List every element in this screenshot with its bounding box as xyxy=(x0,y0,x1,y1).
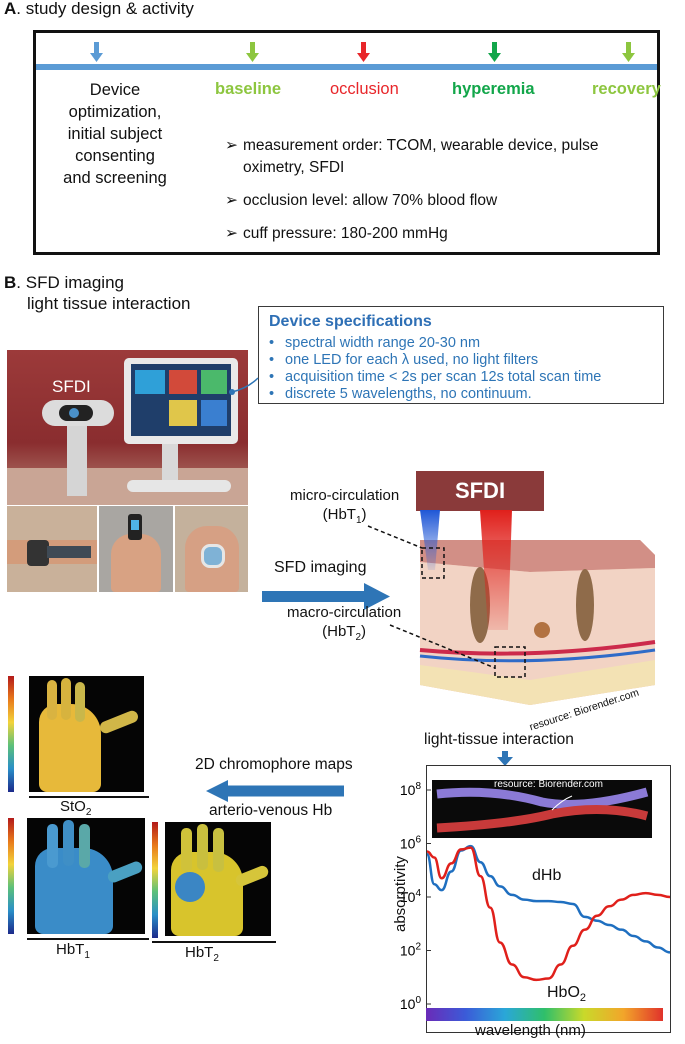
bullet-arrow-icon: ➢ xyxy=(225,225,238,242)
panel-b-letter: B xyxy=(4,273,17,292)
arrow-recovery-icon xyxy=(622,42,635,62)
tcom-sensor-photo xyxy=(175,506,248,592)
hbt2-underline xyxy=(152,941,276,943)
sfd-imaging-label: SFD imaging xyxy=(274,559,367,576)
panel-b-title-line1: . SFD imaging xyxy=(16,273,124,292)
y-tick-label: 100 xyxy=(400,995,422,1012)
blue-light-beam xyxy=(420,510,440,570)
sfdi-banner-text: SFDI xyxy=(454,478,506,503)
y-axis-label: absorptivity xyxy=(392,856,409,932)
chart-frame xyxy=(426,765,671,1033)
bullet-occlusion-level: ➢ occlusion level: allow 70% blood flow xyxy=(225,191,497,210)
device-line: optimization, xyxy=(68,103,162,121)
sto2-label: StO2 xyxy=(60,798,92,818)
skin-illustration xyxy=(419,510,656,705)
sto2-underline xyxy=(29,796,149,798)
sfdi-device-photo: SFDI xyxy=(7,350,248,505)
device-line: consenting xyxy=(75,147,155,165)
macro-region-box xyxy=(494,646,526,678)
light-tissue-arrow-icon xyxy=(497,751,513,766)
spec-item: •acquisition time < 2s per scan 12s tota… xyxy=(269,369,602,385)
spec-item: •discrete 5 wavelengths, no continuum. xyxy=(269,386,532,402)
y-tick-label: 104 xyxy=(400,888,422,905)
arterio-venous-label: arterio-venous Hb xyxy=(209,802,333,819)
device-line: Device xyxy=(89,81,141,99)
bullet-text-continued: oximetry, SFDI xyxy=(243,159,345,176)
bullet-text: measurement order: TCOM, wearable device… xyxy=(243,137,599,154)
stage-hyperemia-label: hyperemia xyxy=(452,80,535,98)
arrow-hyperemia-icon xyxy=(488,42,501,62)
micro-region-box xyxy=(421,547,445,579)
red-light-beam xyxy=(480,510,512,630)
hbt2-colorbar xyxy=(152,822,158,938)
spec-item: •spectral width range 20-30 nm xyxy=(269,335,481,351)
vessel-inset-drawing xyxy=(436,787,649,833)
sfdi-banner: SFDI xyxy=(416,471,544,511)
x-axis-label: wavelength (nm) xyxy=(475,1022,586,1039)
region-leader-lines xyxy=(367,525,496,669)
y-tick-label: 108 xyxy=(400,781,422,798)
inset-resource-label: resource: Biorender.com xyxy=(494,780,603,790)
arrow-occlusion-icon xyxy=(357,42,370,62)
hbt1-underline xyxy=(27,938,149,940)
wearable-watch-photo xyxy=(7,506,97,592)
spec-heading: Device specifications xyxy=(269,313,432,330)
panel-a-title: A. study design & activity xyxy=(4,0,194,19)
series-label-hbo2: HbO2 xyxy=(547,984,587,1005)
bullet-arrow-icon: ➢ xyxy=(225,192,238,209)
timeline-arrows xyxy=(90,42,635,62)
stage-device-label: Device optimization, initial subject con… xyxy=(50,79,180,189)
device-specifications-box: Device specifications •spectral width ra… xyxy=(258,306,664,404)
panel-a-letter: A xyxy=(4,0,17,18)
wavelength-spectrum-bar xyxy=(426,1008,663,1021)
y-tick-label: 106 xyxy=(400,835,422,852)
macro-circulation-label: macro-circulation (HbT2) xyxy=(287,604,402,643)
arrow-device-icon xyxy=(90,42,103,62)
panel-a-title-text: . study design & activity xyxy=(16,0,194,18)
device-line: and screening xyxy=(63,169,167,187)
hbt1-label: HbT1 xyxy=(56,941,90,961)
sfdi-device-label: SFDI xyxy=(52,377,91,396)
panel-b-title: B. SFD imaging xyxy=(4,272,124,294)
series-line-dhb xyxy=(425,844,671,954)
study-design-box xyxy=(33,30,660,255)
spec-item: •one LED for each λ used, no light filte… xyxy=(269,352,539,368)
bullet-measurement-order: ➢ measurement order: TCOM, wearable devic… xyxy=(225,135,655,179)
series-label-dhb: dHb xyxy=(532,867,562,884)
sfd-imaging-arrow-icon xyxy=(262,583,390,610)
micro-circulation-label: micro-circulation (HbT1) xyxy=(290,487,400,526)
y-tick-label: 102 xyxy=(400,942,422,959)
vessel-inset: resource: Biorender.com xyxy=(432,780,652,838)
sto2-map xyxy=(29,676,144,792)
chromophore-maps-label: 2D chromophore maps xyxy=(195,756,353,773)
hbt2-label: HbT2 xyxy=(185,944,219,964)
stage-occlusion-label: occlusion xyxy=(330,80,399,98)
light-tissue-label: light-tissue interaction xyxy=(424,731,574,748)
bullet-text: occlusion level: allow 70% blood flow xyxy=(243,192,498,209)
hbt1-map xyxy=(27,818,145,934)
panel-b-subtitle: light tissue interaction xyxy=(27,294,191,313)
bullet-text: cuff pressure: 180-200 mmHg xyxy=(243,225,448,242)
pulse-oximeter-photo xyxy=(99,506,173,592)
sto2-colorbar xyxy=(8,676,14,792)
arrow-baseline-icon xyxy=(246,42,259,62)
device-line: initial subject xyxy=(67,125,163,143)
stage-baseline-label: baseline xyxy=(215,80,282,98)
spec-list: •spectral width range 20-30 nm •one LED … xyxy=(259,335,601,403)
hbt2-map xyxy=(165,822,271,936)
stage-recovery-label: recovery xyxy=(592,80,661,98)
spec-connector xyxy=(229,377,259,395)
series-line-hbo2 xyxy=(426,846,671,982)
hbt1-colorbar xyxy=(8,818,14,934)
bullet-arrow-icon: ➢ xyxy=(225,137,238,154)
timeline-bar xyxy=(36,64,657,70)
chromophore-arrow-icon xyxy=(206,780,344,802)
bullet-cuff-pressure: ➢ cuff pressure: 180-200 mmHg xyxy=(225,224,448,243)
